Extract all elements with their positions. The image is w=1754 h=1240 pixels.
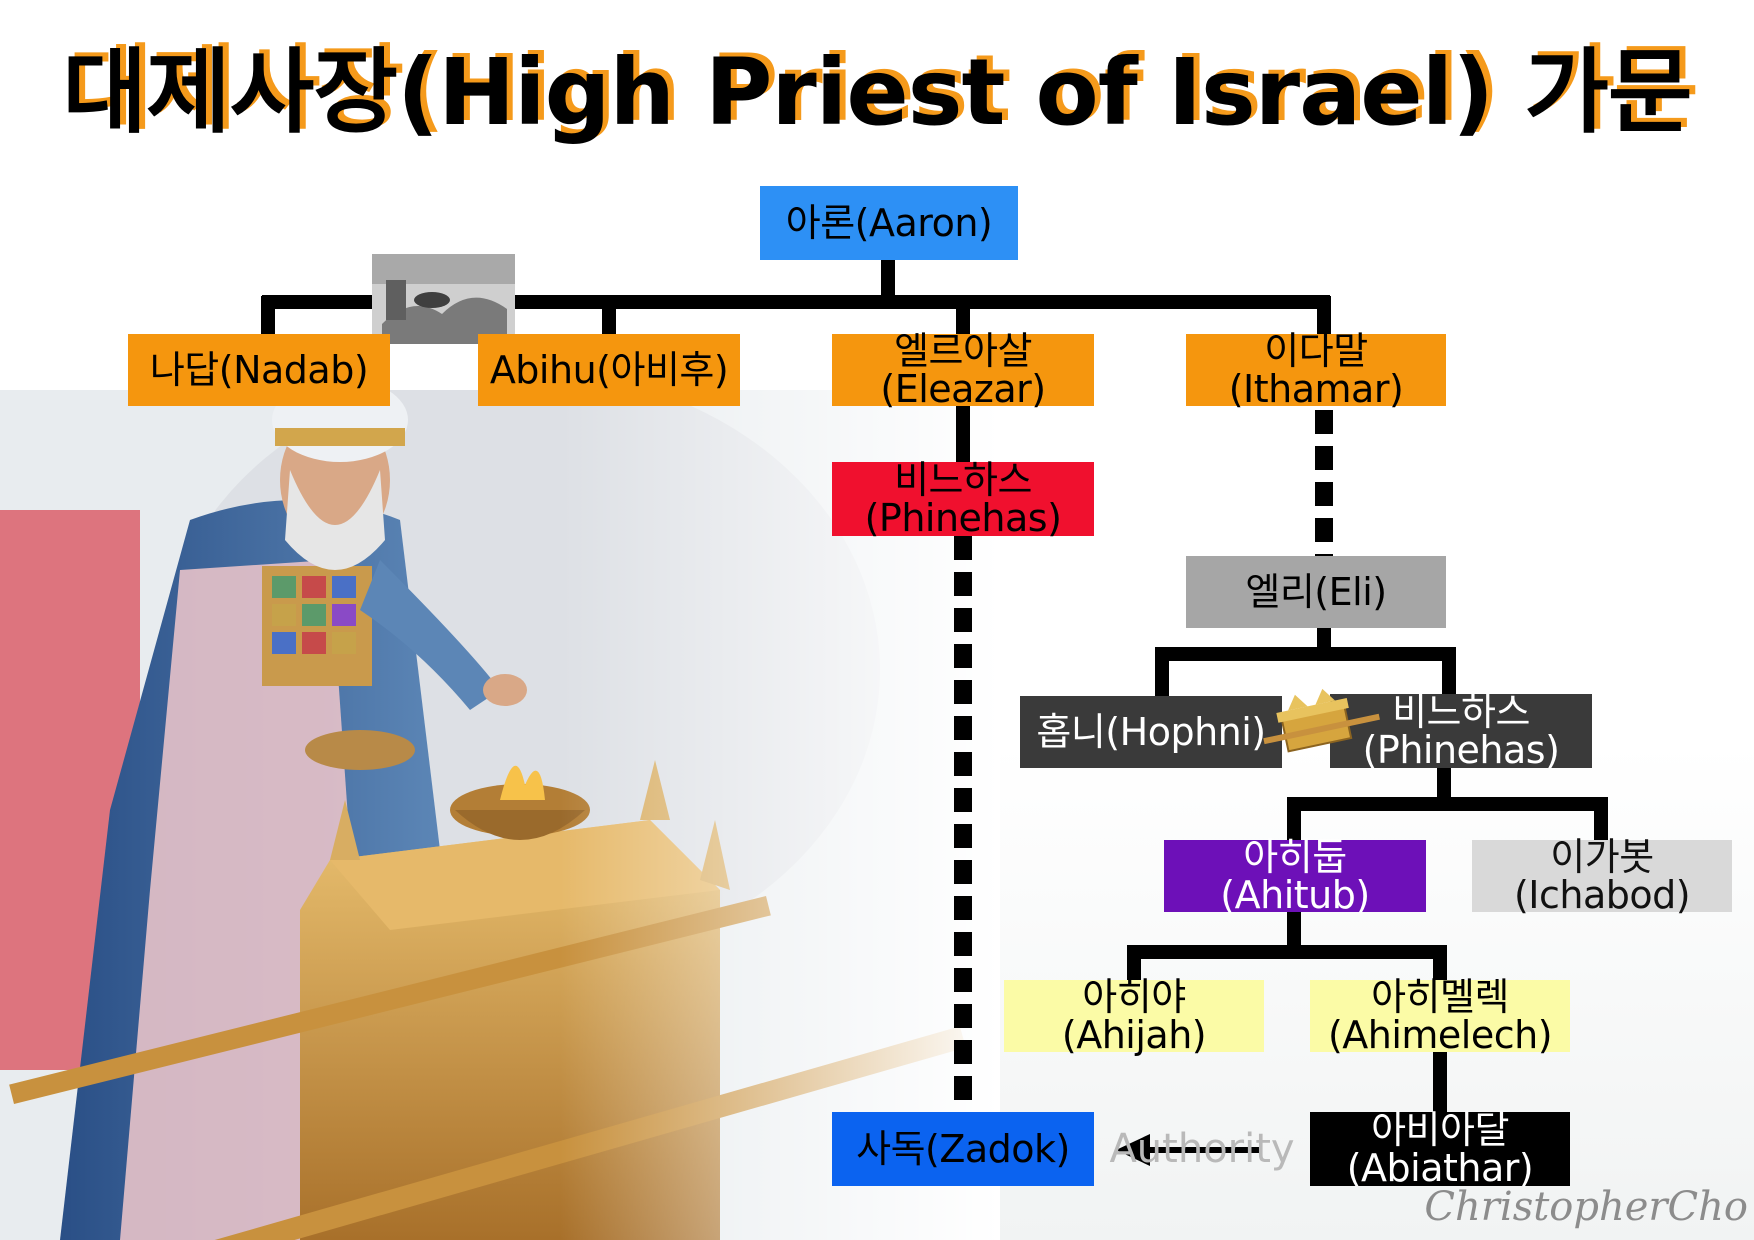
node-aaron: 아론(Aaron) bbox=[760, 186, 1018, 260]
node-ahitub: 아히둡 (Ahitub) bbox=[1164, 838, 1426, 914]
node-phinehas-eleazar: 비느하스 (Phinehas) bbox=[832, 461, 1094, 537]
node-abihu: Abihu(아비후) bbox=[478, 334, 740, 406]
node-phinehas-eli: 비느하스 (Phinehas) bbox=[1330, 693, 1592, 769]
node-abiathar: 아비아달 (Abiathar) bbox=[1310, 1111, 1570, 1187]
node-ichabod: 이가봇 (Ichabod) bbox=[1472, 838, 1732, 914]
node-ahimelech: 아히멜렉 (Ahimelech) bbox=[1310, 978, 1570, 1054]
node-eleazar: 엘르아살 (Eleazar) bbox=[832, 332, 1094, 408]
ark-of-covenant-icon bbox=[1263, 688, 1380, 753]
author-signature: ChristopherCho bbox=[1424, 1184, 1748, 1230]
node-ithamar: 이다말 (Ithamar) bbox=[1186, 332, 1446, 408]
authority-arrow bbox=[1116, 1134, 1260, 1166]
fallen-priests-photo bbox=[372, 254, 515, 344]
node-eli: 엘리(Eli) bbox=[1186, 556, 1446, 628]
node-zadok: 사독(Zadok) bbox=[832, 1112, 1094, 1186]
node-hophni: 홉니(Hophni) bbox=[1020, 696, 1282, 768]
node-nadab: 나답(Nadab) bbox=[128, 334, 390, 406]
node-ahijah: 아히야 (Ahijah) bbox=[1004, 978, 1264, 1054]
authority-label: Authority bbox=[1109, 1126, 1295, 1172]
page-title: 대제사장(High Priest of Israel) 가문 bbox=[62, 39, 1692, 146]
